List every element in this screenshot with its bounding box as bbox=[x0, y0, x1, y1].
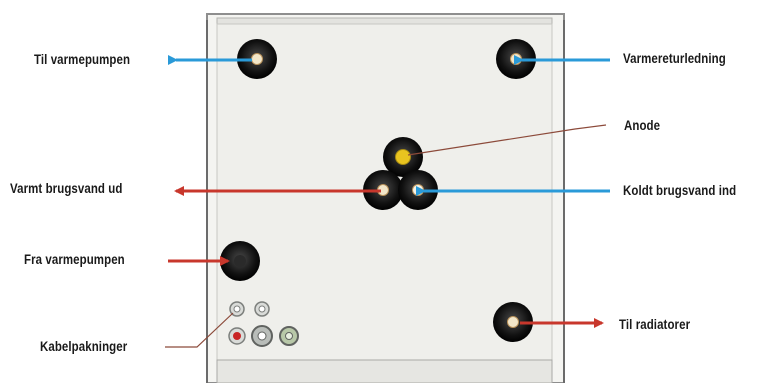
label-heating-return: Varmereturledning bbox=[623, 50, 726, 66]
connector-from-heatpump-icon bbox=[220, 241, 260, 281]
label-from-heatpump: Fra varmepumpen bbox=[24, 251, 125, 267]
connector-to-heatpump-icon bbox=[237, 39, 277, 79]
cable-glands-icon bbox=[228, 301, 299, 347]
label-anode: Anode bbox=[624, 117, 661, 133]
anode-icon bbox=[383, 137, 423, 177]
leader-cable-glands bbox=[165, 312, 234, 348]
label-cold-water-in: Koldt brugsvand ind bbox=[623, 182, 737, 198]
connector-to-radiators-icon bbox=[493, 302, 533, 342]
leader-anode bbox=[407, 124, 607, 156]
label-hot-water-out: Varmt brugsvand ud bbox=[10, 180, 123, 196]
label-to-heatpump: Til varmepumpen bbox=[34, 51, 131, 67]
connector-hot-water-out-icon bbox=[363, 170, 403, 210]
label-to-radiators: Til radiatorer bbox=[619, 316, 691, 332]
label-cable-glands: Kabelpakninger bbox=[40, 338, 128, 354]
